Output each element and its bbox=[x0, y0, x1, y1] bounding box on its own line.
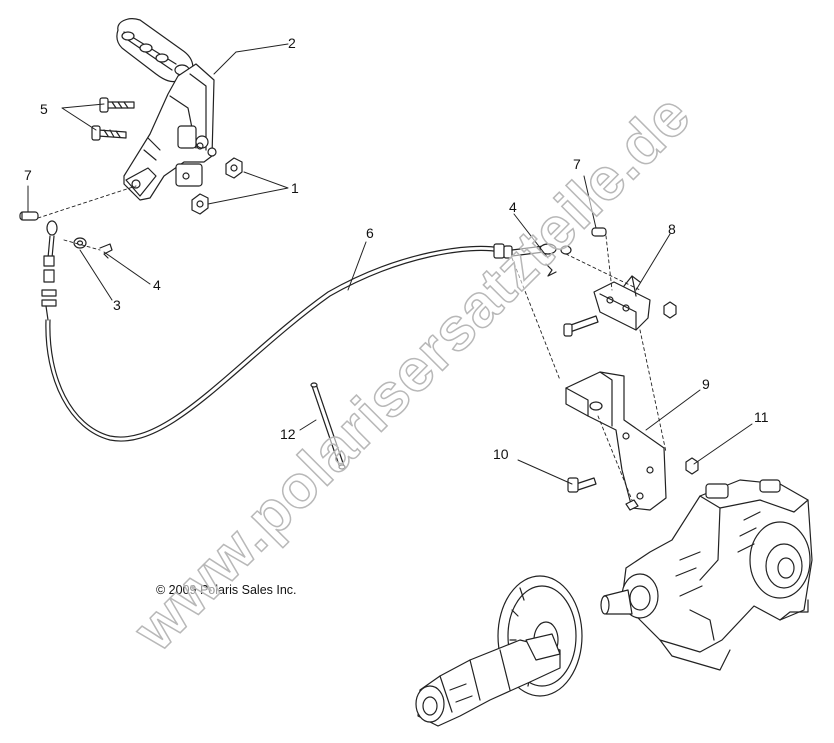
handbrake-lever bbox=[116, 18, 243, 215]
callout-9: 9 bbox=[702, 376, 710, 392]
copyright-notice: © 2009 Polaris Sales Inc. bbox=[156, 583, 297, 597]
driveshaft bbox=[415, 633, 561, 727]
cable-bracket bbox=[563, 275, 677, 337]
assembly-dashes bbox=[37, 185, 667, 501]
callout-4-left: 4 bbox=[153, 277, 161, 293]
bolts-part-5 bbox=[91, 97, 135, 141]
callout-7-right: 7 bbox=[573, 156, 581, 172]
clevis-pin-left bbox=[19, 211, 39, 221]
mounting-plate bbox=[565, 371, 699, 511]
callout-7-left: 7 bbox=[24, 167, 32, 183]
callout-10: 10 bbox=[493, 446, 509, 462]
leader-lines bbox=[27, 43, 753, 485]
callout-3: 3 bbox=[113, 297, 121, 313]
callout-6: 6 bbox=[366, 225, 374, 241]
callout-4-right: 4 bbox=[509, 199, 517, 215]
clevis-pin-right bbox=[591, 227, 607, 237]
gearcase bbox=[600, 479, 813, 671]
brake-cable bbox=[45, 243, 572, 442]
callout-2: 2 bbox=[288, 35, 296, 51]
cable-end-left bbox=[41, 220, 113, 321]
bolt-part-10 bbox=[567, 477, 639, 511]
callout-5: 5 bbox=[40, 101, 48, 117]
callout-11: 11 bbox=[754, 409, 769, 425]
callout-12: 12 bbox=[280, 426, 296, 442]
callout-8: 8 bbox=[668, 221, 676, 237]
callout-1: 1 bbox=[291, 180, 299, 196]
rod-part-12 bbox=[310, 382, 346, 470]
